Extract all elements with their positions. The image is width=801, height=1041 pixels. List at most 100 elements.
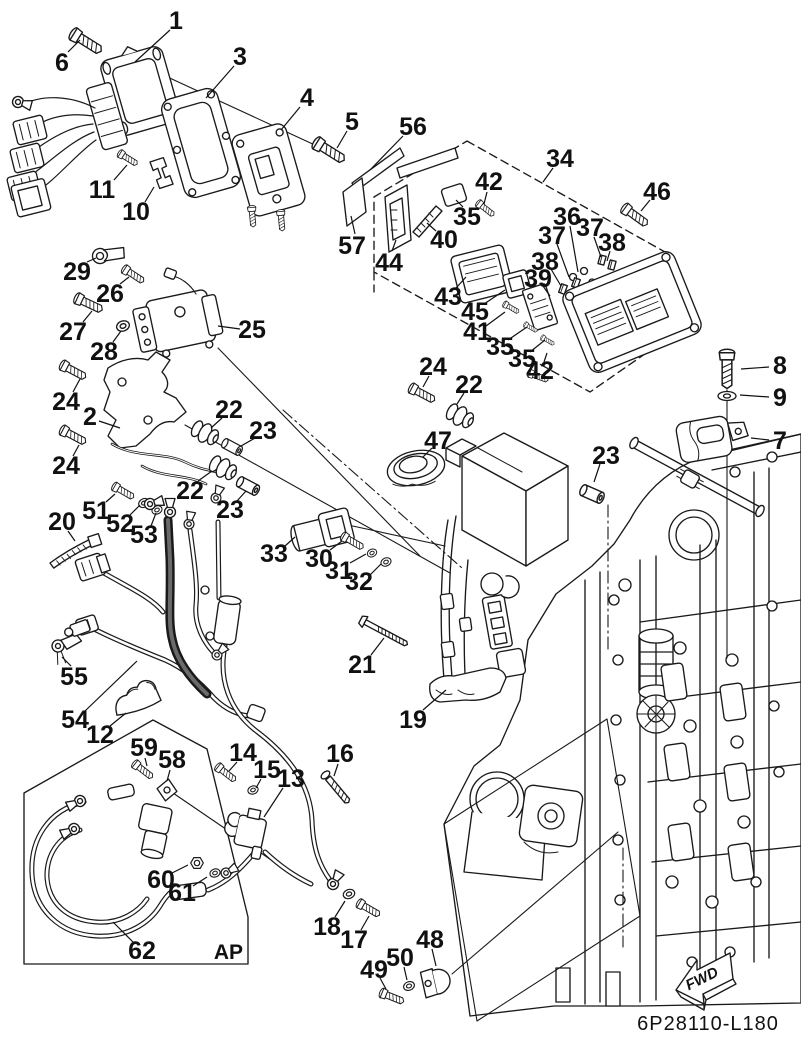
bolt-6 — [66, 25, 106, 58]
leader-line-11-5 — [113, 164, 128, 181]
coil-13 — [224, 807, 267, 860]
screw-16 — [320, 770, 351, 804]
part-label-14-61: 14 — [229, 739, 257, 767]
leader-line-4-3 — [280, 106, 301, 131]
plate-4 — [231, 123, 306, 217]
diagram-code: 6P28110-L180 — [637, 1013, 779, 1035]
leader-line-7-45 — [750, 437, 770, 441]
part-label-25-31: 25 — [238, 316, 266, 344]
leader-line-22-34 — [210, 417, 223, 429]
clamp-7-group — [629, 348, 765, 518]
bracket-44-group — [342, 147, 702, 385]
leader-line-60-65 — [171, 864, 189, 874]
part-label-22-40: 22 — [455, 371, 483, 399]
clip-10 — [149, 156, 174, 190]
part-label-41-23: 41 — [463, 318, 491, 346]
leader-line-24-36 — [72, 444, 80, 457]
part-label-57-8: 57 — [338, 232, 366, 260]
clamp-12 — [115, 679, 162, 716]
ap-zone-label: AP — [214, 941, 243, 964]
leader-line-57-8 — [350, 215, 356, 235]
part-label-62-67: 62 — [128, 937, 156, 965]
screw-21 — [358, 615, 409, 647]
part-label-37-16: 37 — [576, 214, 604, 242]
block-35a — [440, 183, 468, 207]
clamp-48 — [419, 968, 451, 999]
leader-line-47-41 — [422, 447, 433, 458]
part-label-60-65: 60 — [147, 866, 175, 894]
part-label-18-68: 18 — [313, 913, 341, 941]
leader-line-2-33 — [98, 420, 121, 429]
boot-33 — [290, 507, 355, 552]
part-label-8-43: 8 — [773, 352, 787, 380]
leader-line-8-43 — [740, 366, 770, 370]
part-label-4-3: 4 — [300, 84, 314, 112]
washer-28 — [114, 318, 132, 334]
leader-line-45-22 — [483, 289, 506, 305]
leader-line-33-50 — [284, 536, 296, 547]
leader-line-36-14 — [569, 225, 579, 273]
part-label-7-45: 7 — [773, 427, 787, 455]
leader-line-59-59 — [144, 757, 148, 767]
leader-line-26-28 — [119, 276, 130, 285]
part-label-45-22: 45 — [461, 298, 489, 326]
leader-line-22-37 — [197, 470, 213, 482]
nut-60 — [190, 856, 204, 870]
part-label-16-64: 16 — [326, 740, 354, 768]
bolt-8 — [718, 348, 736, 390]
bolt-24a — [57, 358, 89, 383]
leader-line-34-13 — [542, 167, 554, 183]
part-label-23-38: 23 — [216, 496, 244, 524]
part-label-27-29: 27 — [59, 318, 87, 346]
leader-line-3-2 — [205, 65, 235, 99]
part-label-47-41: 47 — [424, 427, 452, 455]
part-label-24-36: 24 — [52, 452, 80, 480]
part-label-22-34: 22 — [215, 396, 243, 424]
part-label-56-7: 56 — [399, 113, 427, 141]
part-label-54-57: 54 — [61, 706, 89, 734]
leader-line-23-35 — [240, 437, 256, 447]
relay-25 — [132, 289, 224, 358]
ecu-box — [562, 251, 702, 373]
bracket-2 — [103, 351, 187, 449]
part-label-21-54: 21 — [348, 651, 376, 679]
pipe — [629, 436, 765, 518]
leader-line-9-44 — [739, 394, 770, 398]
leader-line-35-24 — [507, 326, 528, 341]
wiring-harness — [49, 480, 346, 893]
leader-line-18-68 — [334, 900, 346, 918]
part-label-24-32: 24 — [52, 388, 80, 416]
frame-43 — [450, 244, 514, 304]
leader-line-20-46 — [67, 530, 76, 542]
part-label-38-17: 38 — [598, 229, 626, 257]
part-label-19-55: 19 — [399, 706, 427, 734]
plate-39 — [521, 283, 559, 331]
relay-box — [138, 803, 173, 860]
leader-line-23-38 — [236, 490, 247, 502]
bolt-49 — [377, 986, 407, 1007]
leader-line-35-11 — [455, 199, 464, 208]
leader-line-21-54 — [370, 637, 385, 656]
washer-50 — [401, 979, 417, 993]
cable-tie-20 — [49, 532, 103, 569]
leader-line-54-57 — [84, 660, 138, 712]
part-label-22-37: 22 — [176, 477, 204, 505]
bolt-51 — [109, 480, 137, 503]
leader-line-27-29 — [82, 310, 93, 323]
leader-line-43-21 — [455, 276, 467, 289]
clamp-29 — [91, 246, 125, 265]
part-label-33-50: 33 — [260, 540, 288, 568]
part-label-20-46: 20 — [48, 508, 76, 536]
leader-line-12-58 — [109, 712, 127, 727]
part-label-42-26: 42 — [526, 357, 554, 385]
gasket-3 — [160, 87, 242, 199]
leader-line-14-61 — [228, 761, 238, 772]
part-label-40-12: 40 — [430, 226, 458, 254]
part-label-35-25: 35 — [508, 345, 536, 373]
part-label-10-6: 10 — [122, 198, 150, 226]
part-label-39-19: 39 — [524, 265, 552, 293]
ap-box-outline — [23, 719, 249, 965]
part-label-58-60: 58 — [158, 746, 186, 774]
bolt-26 — [119, 263, 147, 287]
